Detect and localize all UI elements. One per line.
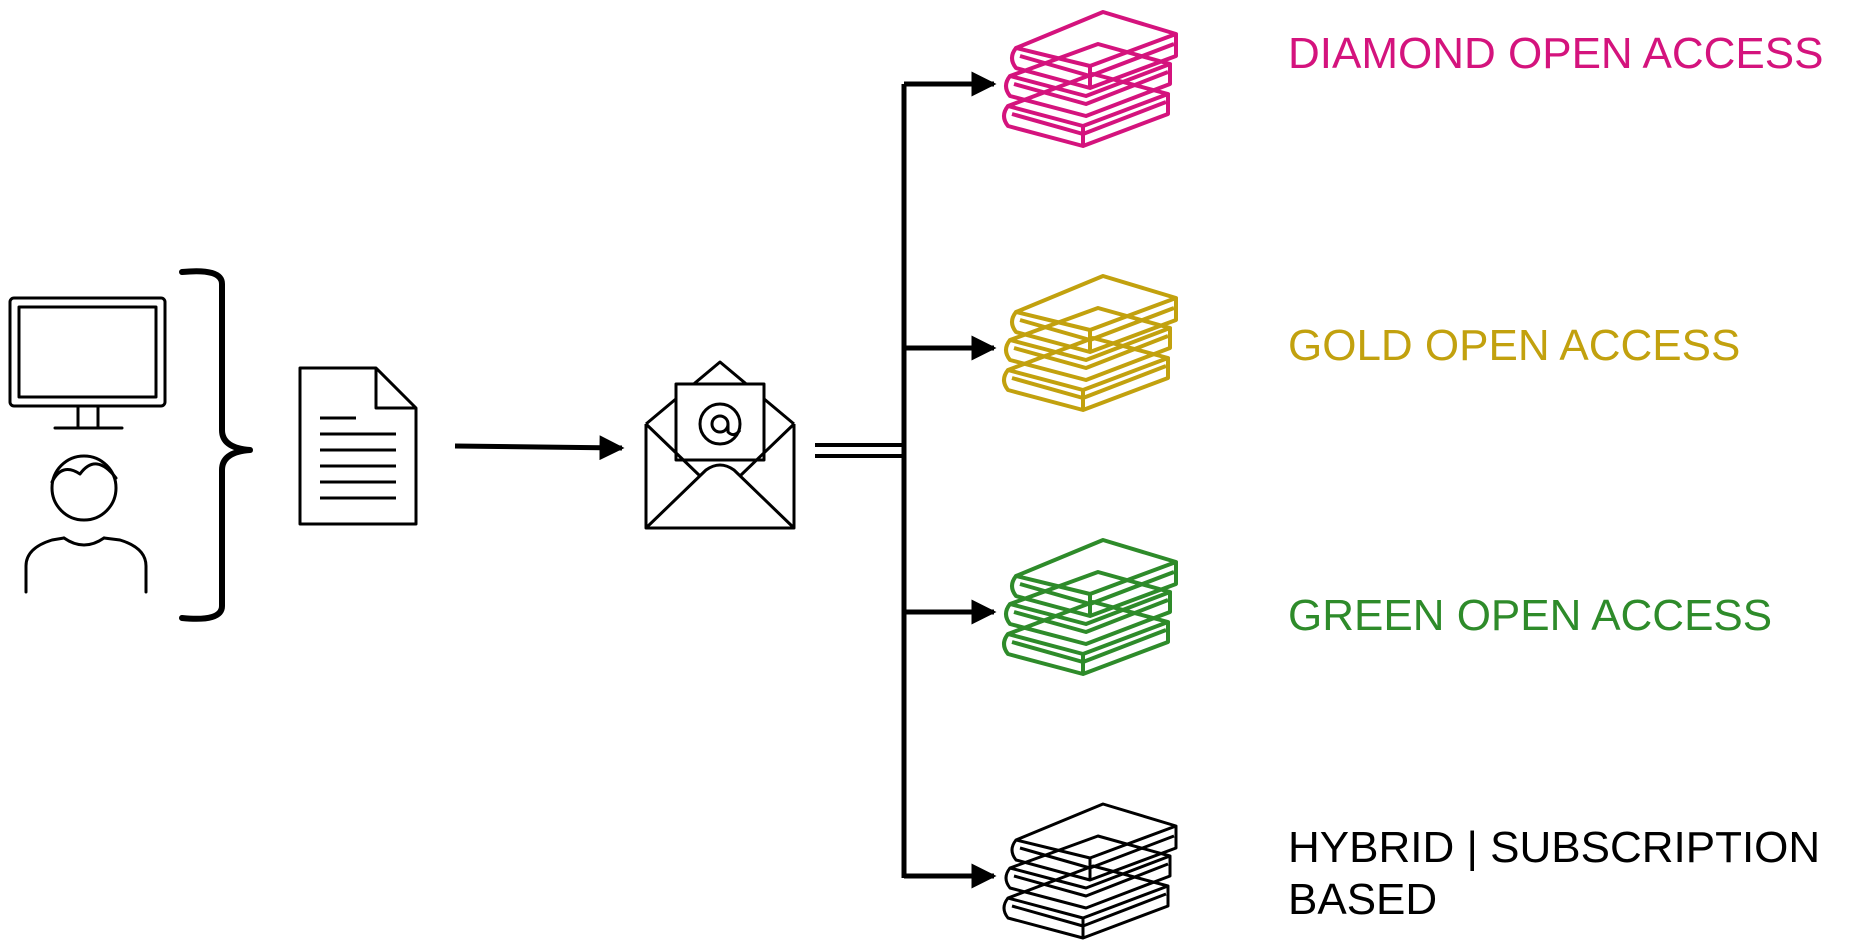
computer-user-icon [8, 296, 167, 594]
label-line: GREEN OPEN ACCESS [1288, 591, 1773, 640]
curly-brace [179, 268, 253, 622]
label-line: DIAMOND OPEN ACCESS [1288, 29, 1824, 78]
branch-connectors [901, 71, 997, 889]
document-icon [298, 366, 418, 526]
email-envelope-icon [644, 360, 796, 530]
person-icon [24, 454, 148, 594]
arrow-to-submission [454, 435, 625, 461]
label-line: BASED [1288, 875, 1438, 924]
label-line: HYBRID | SUBSCRIPTION [1288, 823, 1821, 872]
book-stack-icon-gold [1002, 274, 1178, 412]
book-stack-icon-diamond [1002, 10, 1178, 148]
label-hybrid-subscription: HYBRID | SUBSCRIPTION BASED [1288, 822, 1820, 926]
monitor-icon [8, 296, 167, 430]
book-stack-icon-green [1002, 538, 1178, 676]
double-connector [815, 443, 904, 458]
label-green-open-access: GREEN OPEN ACCESS [1288, 590, 1772, 642]
book-stack-icon-hybrid [1002, 802, 1178, 940]
label-diamond-open-access: DIAMOND OPEN ACCESS [1288, 28, 1823, 80]
label-line: GOLD OPEN ACCESS [1288, 321, 1741, 370]
label-gold-open-access: GOLD OPEN ACCESS [1288, 320, 1740, 372]
